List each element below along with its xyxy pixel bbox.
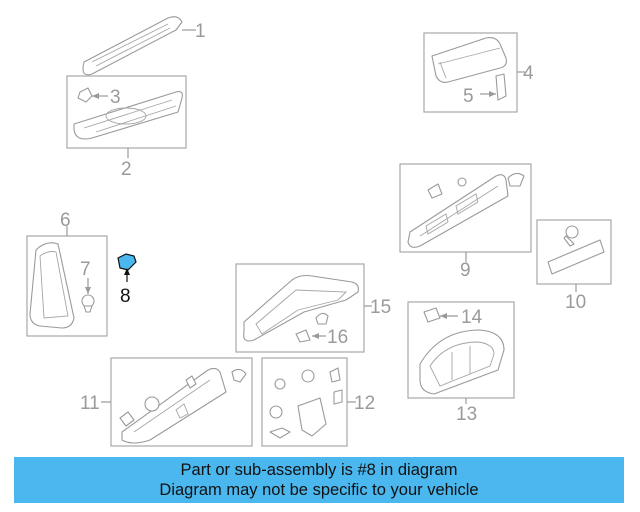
caption-line-2: Diagram may not be specific to your vehi…	[159, 481, 479, 499]
part-2-upper-panel-group: 3 2	[66, 75, 187, 180]
part-9-center-panel-group: 9	[399, 163, 532, 281]
callout-12: 12	[354, 393, 375, 414]
callout-10: 10	[565, 292, 586, 313]
part-8-highlighted[interactable]: 8	[117, 253, 137, 307]
callout-13: 13	[456, 404, 477, 425]
callout-14: 14	[461, 307, 483, 328]
part-13-cluster-group: 14 13	[407, 301, 515, 425]
part-14-clip	[423, 307, 441, 323]
callout-2: 2	[121, 159, 132, 180]
callout-9: 9	[460, 260, 471, 281]
callout-3: 3	[110, 87, 121, 108]
part-10-trim-strip-group: 10	[536, 219, 612, 313]
callout-4: 4	[523, 63, 534, 84]
callout-5: 5	[463, 86, 474, 107]
part-1-defroster-grille: 1	[82, 16, 206, 76]
part-3-clip	[77, 87, 93, 103]
part-12-fastener-group: 12	[261, 357, 375, 447]
callout-6: 6	[60, 210, 71, 231]
part-16-clip	[295, 329, 311, 343]
callout-7: 7	[80, 259, 91, 280]
part-4-compartment-group: 5 4	[423, 32, 534, 113]
part-8-clip-shape	[117, 253, 137, 271]
callout-1: 1	[195, 21, 206, 42]
part-11-lower-panel-group: 11	[80, 357, 253, 447]
parts-diagram: 1 3 2 5 4 7 6	[26, 16, 612, 447]
callout-11: 11	[80, 393, 100, 414]
caption-line-1: Part or sub-assembly is #8 in diagram	[180, 461, 458, 479]
callout-16: 16	[327, 327, 348, 348]
part-7-screw	[81, 294, 95, 308]
caption-banner: Part or sub-assembly is #8 in diagram Di…	[14, 457, 624, 503]
callout-15: 15	[370, 297, 391, 318]
part-6-side-cover-group: 7 6	[26, 210, 108, 337]
part-15-bezel-group: 16 15	[235, 263, 391, 353]
part-5-clip	[495, 73, 507, 101]
callout-8: 8	[120, 286, 131, 307]
